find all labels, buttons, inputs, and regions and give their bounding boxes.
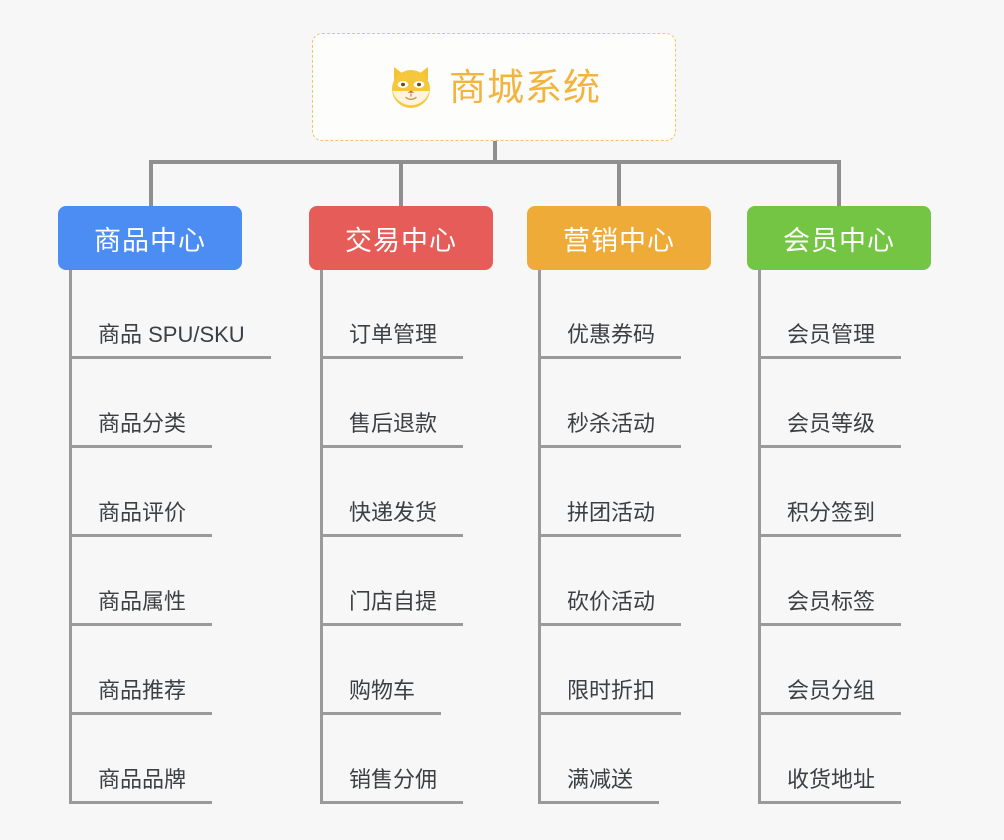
branch-header-2[interactable]: 交易中心 bbox=[309, 206, 493, 270]
branch-column-4: 会员中心 会员管理 会员等级 积分签到 会员标签 会员分组 收货地址 bbox=[747, 206, 931, 804]
leaf-label: 满减送 bbox=[538, 769, 660, 804]
leaf-label: 销售分佣 bbox=[320, 769, 464, 804]
branch-spine-3 bbox=[538, 270, 541, 804]
list-item[interactable]: 会员标签 bbox=[758, 537, 931, 626]
branch-header-4[interactable]: 会员中心 bbox=[747, 206, 931, 270]
leaf-label: 商品品牌 bbox=[69, 769, 213, 804]
connector-drop-1 bbox=[149, 160, 153, 208]
branch-spine-2 bbox=[320, 270, 323, 804]
list-item[interactable]: 商品评价 bbox=[69, 448, 271, 537]
leaf-label: 秒杀活动 bbox=[538, 413, 682, 448]
list-item[interactable]: 商品 SPU/SKU bbox=[69, 270, 271, 359]
list-item[interactable]: 限时折扣 bbox=[538, 626, 711, 715]
branch-body-2: 订单管理 售后退款 快递发货 门店自提 购物车 销售分佣 bbox=[320, 270, 493, 804]
branch-body-1: 商品 SPU/SKU 商品分类 商品评价 商品属性 商品推荐 商品品牌 bbox=[69, 270, 271, 804]
leaf-label: 快递发货 bbox=[320, 502, 464, 537]
list-item[interactable]: 快递发货 bbox=[320, 448, 493, 537]
leaf-label: 会员分组 bbox=[758, 680, 902, 715]
leaf-label: 商品 SPU/SKU bbox=[69, 324, 271, 359]
list-item[interactable]: 商品推荐 bbox=[69, 626, 271, 715]
branch-column-1: 商品中心 商品 SPU/SKU 商品分类 商品评价 商品属性 商品推荐 商品品牌 bbox=[58, 206, 271, 804]
leaf-label: 商品分类 bbox=[69, 413, 213, 448]
list-item[interactable]: 商品分类 bbox=[69, 359, 271, 448]
leaf-label: 会员管理 bbox=[758, 324, 902, 359]
branch-spine-4 bbox=[758, 270, 761, 804]
leaf-label: 购物车 bbox=[320, 680, 442, 715]
leaf-label: 门店自提 bbox=[320, 591, 464, 626]
root-node[interactable]: 商城系统 bbox=[312, 33, 676, 141]
list-item[interactable]: 订单管理 bbox=[320, 270, 493, 359]
list-item[interactable]: 购物车 bbox=[320, 626, 493, 715]
leaf-label: 拼团活动 bbox=[538, 502, 682, 537]
leaf-label: 订单管理 bbox=[320, 324, 464, 359]
shiba-dog-face-icon bbox=[392, 67, 430, 108]
connector-root-stem bbox=[493, 141, 497, 163]
leaf-label: 砍价活动 bbox=[538, 591, 682, 626]
leaf-label: 收货地址 bbox=[758, 769, 902, 804]
branch-column-3: 营销中心 优惠券码 秒杀活动 拼团活动 砍价活动 限时折扣 满减送 bbox=[527, 206, 711, 804]
list-item[interactable]: 门店自提 bbox=[320, 537, 493, 626]
leaf-label: 会员等级 bbox=[758, 413, 902, 448]
list-item[interactable]: 秒杀活动 bbox=[538, 359, 711, 448]
branch-spine-1 bbox=[69, 270, 72, 804]
list-item[interactable]: 商品属性 bbox=[69, 537, 271, 626]
list-item[interactable]: 会员分组 bbox=[758, 626, 931, 715]
list-item[interactable]: 拼团活动 bbox=[538, 448, 711, 537]
branch-column-2: 交易中心 订单管理 售后退款 快递发货 门店自提 购物车 销售分佣 bbox=[309, 206, 493, 804]
connector-drop-3 bbox=[617, 160, 621, 208]
list-item[interactable]: 会员管理 bbox=[758, 270, 931, 359]
list-item[interactable]: 满减送 bbox=[538, 715, 711, 804]
list-item[interactable]: 会员等级 bbox=[758, 359, 931, 448]
branch-body-3: 优惠券码 秒杀活动 拼团活动 砍价活动 限时折扣 满减送 bbox=[538, 270, 711, 804]
list-item[interactable]: 积分签到 bbox=[758, 448, 931, 537]
list-item[interactable]: 收货地址 bbox=[758, 715, 931, 804]
leaf-label: 会员标签 bbox=[758, 591, 902, 626]
branch-header-3[interactable]: 营销中心 bbox=[527, 206, 711, 270]
list-item[interactable]: 优惠券码 bbox=[538, 270, 711, 359]
branch-body-4: 会员管理 会员等级 积分签到 会员标签 会员分组 收货地址 bbox=[758, 270, 931, 804]
list-item[interactable]: 销售分佣 bbox=[320, 715, 493, 804]
leaf-label: 积分签到 bbox=[758, 502, 902, 537]
connector-drop-2 bbox=[399, 160, 403, 208]
leaf-label: 商品属性 bbox=[69, 591, 213, 626]
leaf-label: 商品评价 bbox=[69, 502, 213, 537]
branch-header-1[interactable]: 商品中心 bbox=[58, 206, 242, 270]
leaf-label: 限时折扣 bbox=[538, 680, 682, 715]
leaf-label: 商品推荐 bbox=[69, 680, 213, 715]
list-item[interactable]: 砍价活动 bbox=[538, 537, 711, 626]
connector-horizontal-bus bbox=[149, 160, 841, 164]
list-item[interactable]: 售后退款 bbox=[320, 359, 493, 448]
list-item[interactable]: 商品品牌 bbox=[69, 715, 271, 804]
root-title: 商城系统 bbox=[449, 66, 601, 108]
leaf-label: 售后退款 bbox=[320, 413, 464, 448]
connector-drop-4 bbox=[837, 160, 841, 208]
leaf-label: 优惠券码 bbox=[538, 324, 682, 359]
